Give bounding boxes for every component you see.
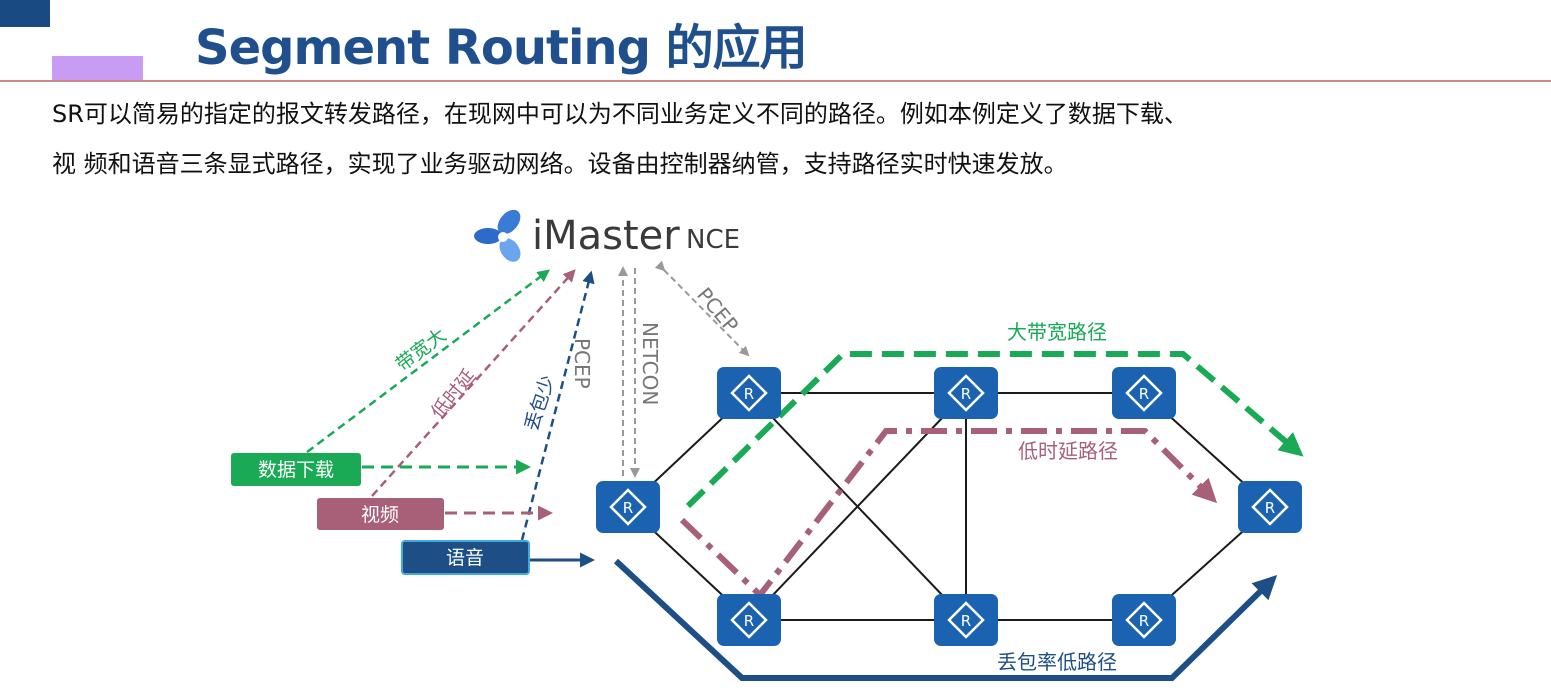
loss-path-label: 丢包率低路径: [997, 650, 1117, 674]
bandwidth-requirement-label: 带宽大: [392, 324, 451, 376]
bandwidth-request-arrow: [306, 269, 550, 453]
router-glyph: R: [1139, 612, 1149, 630]
router-icon: R: [934, 594, 998, 646]
service-box-video: 视频: [317, 498, 444, 530]
service-label-download: 数据下载: [258, 459, 334, 481]
latency-path: [679, 428, 1218, 600]
router-icon: R: [717, 594, 781, 646]
service-box-voice: 语音: [401, 540, 530, 575]
loss-requirement-label: 丢包少: [521, 373, 560, 434]
latency-requirement-label: 低时延: [427, 365, 481, 423]
latency-path-label: 低时延路径: [1018, 439, 1118, 463]
latency-request-arrow: [371, 269, 576, 497]
controller-suffix: NCE: [686, 225, 740, 255]
router-icon: R: [934, 367, 998, 419]
router-icon: R: [596, 481, 660, 533]
router-icon: R: [1112, 594, 1176, 646]
service-label-video: 视频: [361, 504, 399, 526]
topology-links: [627, 392, 1271, 621]
router-icon: R: [717, 367, 781, 419]
controller-name: iMaster: [532, 213, 680, 259]
router-icon: R: [1238, 481, 1302, 533]
title-divider: [0, 80, 1551, 82]
description-line-1: SR可以简易的指定的报文转发路径，在现网中可以为不同业务定义不同的路径。例如本例…: [52, 100, 1188, 128]
description-line-2: 视 频和语音三条显式路径，实现了业务驱动网络。设备由控制器纳管，支持路径实时快速…: [52, 150, 1068, 178]
loss-path: [613, 558, 1278, 681]
routers: R R R R R R R R: [596, 367, 1302, 646]
router-glyph: R: [1265, 499, 1275, 517]
pinwheel-logo-icon: [474, 209, 521, 262]
pcep-left-label: PCEP: [570, 338, 594, 389]
page-title: Segment Routing 的应用: [195, 20, 808, 76]
router-glyph: R: [744, 612, 754, 630]
service-box-download: 数据下载: [231, 453, 361, 486]
router-glyph: R: [1139, 385, 1149, 403]
router-glyph: R: [961, 612, 971, 630]
router-glyph: R: [623, 499, 633, 517]
router-glyph: R: [961, 385, 971, 403]
service-label-voice: 语音: [446, 547, 484, 569]
bandwidth-path-label: 大带宽路径: [1007, 320, 1107, 344]
router-icon: R: [1112, 367, 1176, 419]
loss-request-arrow: [520, 270, 595, 541]
netconf-label: NETCON: [638, 322, 662, 405]
pcep-right-label: PCEP: [692, 283, 743, 337]
bandwidth-path: [685, 351, 1304, 509]
corner-accent-violet: [52, 56, 143, 81]
corner-accent-dark: [0, 0, 50, 27]
router-glyph: R: [744, 385, 754, 403]
